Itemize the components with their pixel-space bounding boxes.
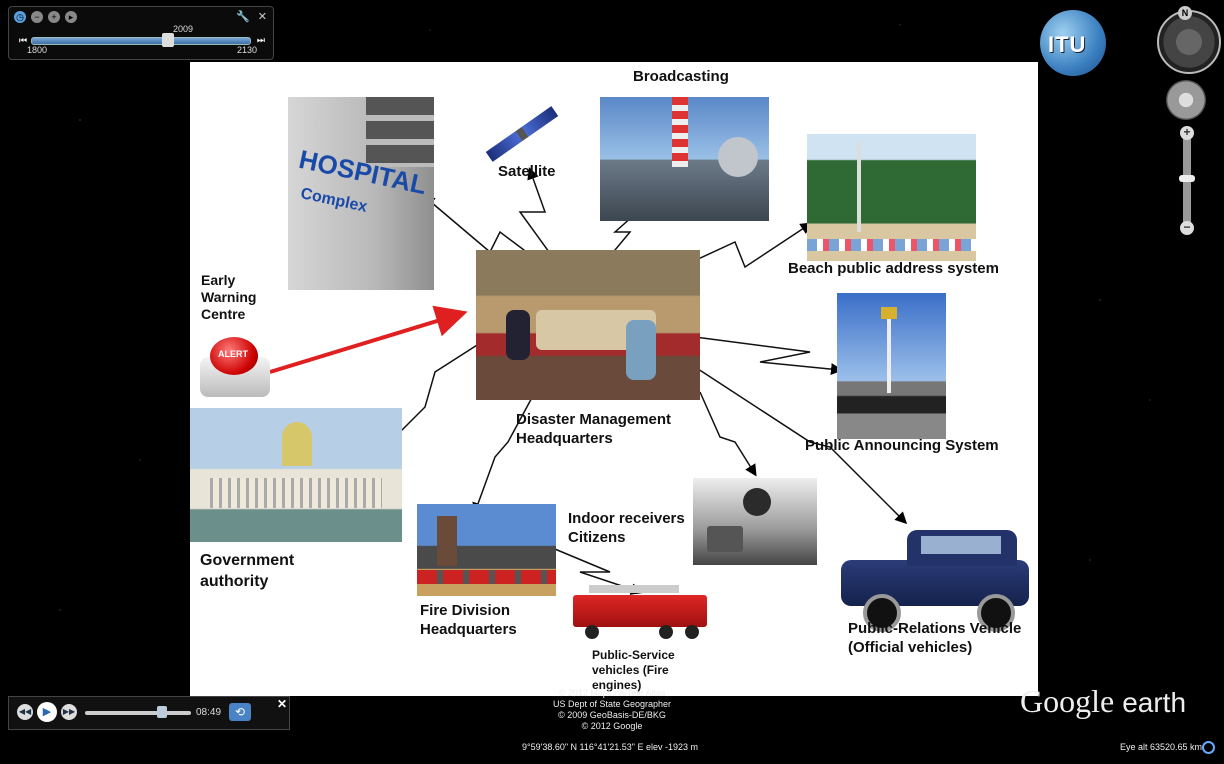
alert-text: ALERT: [218, 349, 248, 359]
attribution-line-2: US Dept of State Geographer: [552, 699, 672, 709]
clock-icon[interactable]: ◷: [14, 11, 26, 23]
tour-progress-knob[interactable]: [157, 706, 167, 718]
google-earth-logo-google: Google: [1020, 683, 1115, 719]
coordinates-readout: 9°59'38.60" N 116°41'21.53" E elev -1923…: [522, 742, 698, 752]
pr-vehicle-label: Public-Relations Vehicle (Official vehic…: [848, 620, 1022, 656]
wrench-icon[interactable]: 🔧: [236, 11, 250, 23]
zoom-in-time-icon[interactable]: +: [48, 11, 60, 23]
time-min-year: 1800: [27, 45, 48, 55]
indoor-receiver-image: [693, 478, 817, 565]
fast-forward-icon[interactable]: ▶▶: [61, 704, 77, 720]
time-max-year: 2130: [236, 45, 257, 55]
indoor-receivers-label: Indoor receivers Citizens: [568, 510, 685, 546]
close-icon[interactable]: ✕: [257, 11, 267, 23]
step-back-icon[interactable]: ⏮: [19, 35, 28, 45]
loop-icon[interactable]: ⟲: [229, 703, 251, 721]
fire-division-label: Fire Division Headquarters: [420, 602, 517, 638]
beach-label: Beach public address system: [788, 260, 999, 277]
disaster-hq-label: Disaster Management Headquarters: [516, 411, 672, 447]
hospital-sign-sub: Complex: [299, 185, 369, 216]
time-thumb[interactable]: [162, 33, 174, 47]
navigation-compass[interactable]: [1157, 10, 1221, 74]
zoom-out-icon[interactable]: −: [1180, 221, 1194, 235]
attribution-line-3: © 2009 GeoBasis-DE/BKG: [558, 710, 666, 720]
alert-button-image: ALERT: [196, 327, 274, 407]
streaming-indicator-icon: [1202, 741, 1215, 754]
itu-logo-text: ITU: [1048, 32, 1087, 57]
google-earth-logo: Google earth: [1020, 683, 1186, 720]
government-label: Government authority: [200, 552, 295, 590]
zoom-in-icon[interactable]: +: [1180, 126, 1194, 140]
beach-image: [807, 134, 976, 261]
fire-engine-image: [569, 585, 712, 643]
tour-player: ◀◀ ▶ ▶▶ 08:49 ⟲ ✕: [8, 696, 290, 730]
disaster-diagram-overlay: HOSPITAL Complex Satellite Broadcasting …: [190, 62, 1038, 696]
rewind-icon[interactable]: ◀◀: [17, 704, 33, 720]
pr-vehicle-image: [837, 520, 1033, 632]
time-slider-toolbar: ◷ − + ▸: [14, 11, 77, 23]
zoom-out-time-icon[interactable]: −: [31, 11, 43, 23]
hospital-image: HOSPITAL Complex: [288, 97, 434, 290]
broadcasting-label: Broadcasting: [633, 68, 729, 85]
early-warning-label: Early Warning Centre: [201, 272, 257, 322]
public-announcing-image: [837, 293, 946, 439]
north-icon[interactable]: N: [1178, 6, 1192, 20]
public-service-label: Public-Service vehicles (Fire engines): [592, 648, 675, 692]
time-current-year: 2009: [173, 24, 194, 34]
itu-logo-globe: [1040, 10, 1106, 76]
zoom-thumb[interactable]: [1179, 175, 1195, 182]
tour-progress-track[interactable]: [85, 711, 191, 715]
look-joystick[interactable]: [1166, 80, 1206, 120]
close-tour-icon[interactable]: ✕: [277, 697, 288, 711]
broadcasting-tower-image: [600, 97, 769, 221]
attribution-line-4: © 2012 Google: [581, 721, 643, 731]
step-forward-icon[interactable]: ⏭: [256, 35, 265, 45]
government-building-image: [190, 408, 402, 542]
time-track[interactable]: [31, 33, 251, 47]
google-earth-logo-earth: earth: [1122, 687, 1187, 718]
play-time-icon[interactable]: ▸: [65, 11, 77, 23]
satellite-label: Satellite: [498, 163, 556, 180]
fire-division-image: [417, 504, 556, 596]
play-icon[interactable]: ▶: [37, 702, 57, 722]
public-announcing-label: Public Announcing System: [805, 437, 999, 454]
attribution-line-1: © 2012 MapLink/Tele Atlas: [558, 688, 666, 698]
disaster-hq-image: [476, 250, 700, 400]
historical-imagery-slider[interactable]: ◷ − + ▸ 🔧 ✕ 2009 ⏮ ⏭ 1800 2130: [8, 6, 274, 60]
eye-altitude: Eye alt 63520.65 km: [1119, 742, 1202, 752]
tour-time: 08:49: [196, 707, 222, 718]
satellite-image: [482, 104, 562, 166]
